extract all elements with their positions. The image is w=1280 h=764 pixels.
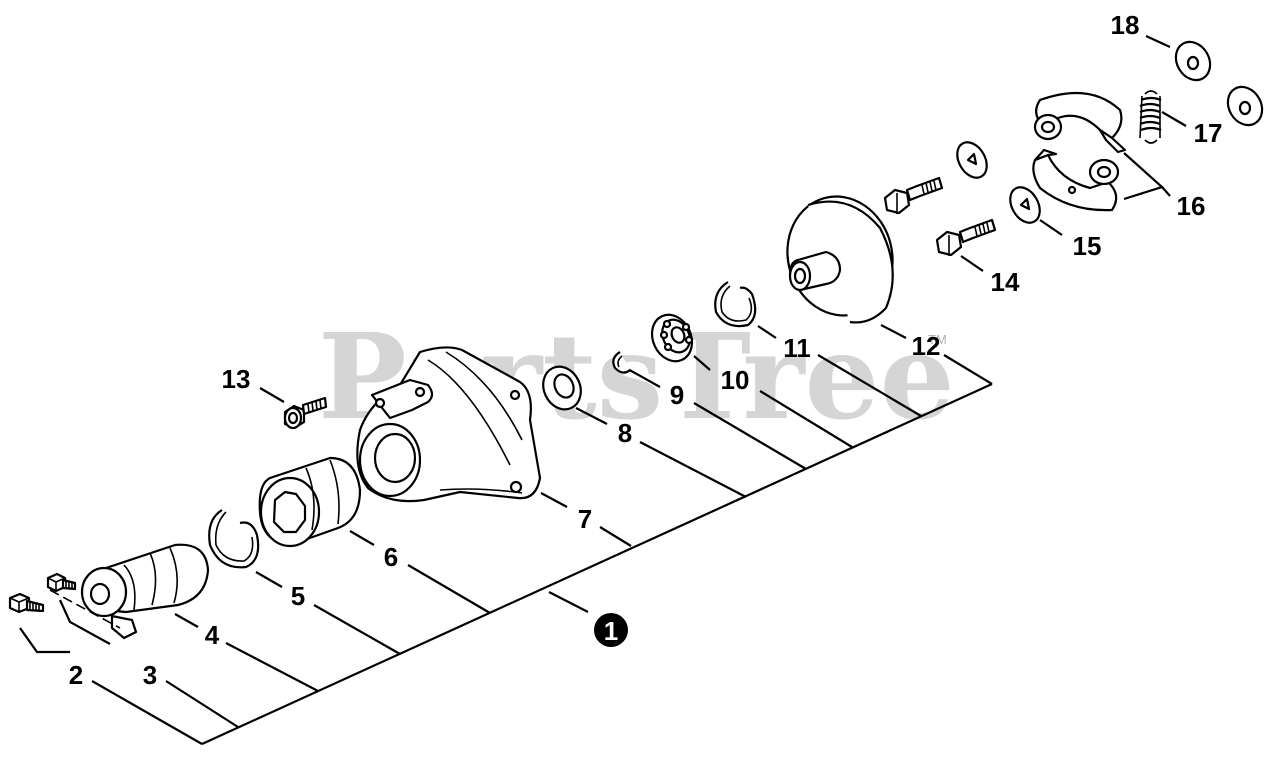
callout-6[interactable]: 6	[384, 542, 398, 572]
callout-16[interactable]: 16	[1177, 191, 1206, 221]
callout-18[interactable]: 18	[1111, 10, 1140, 40]
assembly-marker-label: 1	[604, 616, 618, 646]
screw-part-2	[8, 592, 45, 614]
callout-10[interactable]: 10	[721, 365, 750, 395]
screw-part-13	[283, 396, 328, 430]
clutch-shoe-part-16-upper	[1033, 91, 1127, 154]
sleeve-part-6	[258, 456, 362, 548]
callout-8[interactable]: 8	[618, 418, 632, 448]
callout-17[interactable]: 17	[1194, 118, 1223, 148]
clutch-drum-part-12	[786, 195, 894, 324]
washer-part-15-upper	[956, 141, 988, 179]
bolt-part-14-upper	[883, 176, 944, 215]
callout-2[interactable]: 2	[69, 660, 83, 690]
washer-part-18-upper	[1174, 40, 1212, 82]
watermark-trademark: TM	[928, 332, 947, 347]
leader-lines	[19, 35, 1187, 746]
callout-9[interactable]: 9	[670, 380, 684, 410]
callout-13[interactable]: 13	[222, 364, 251, 394]
clamp-part-4	[49, 543, 210, 640]
callout-4[interactable]: 4	[205, 620, 220, 650]
screw-part-3	[46, 572, 77, 593]
callout-5[interactable]: 5	[291, 581, 305, 611]
housing-part-7	[356, 346, 542, 503]
clutch-shoe-part-16-lower	[1032, 148, 1120, 212]
washer-part-15-lower	[1009, 186, 1041, 224]
callout-3[interactable]: 3	[143, 660, 157, 690]
bearing-part-10	[650, 313, 694, 363]
circlip-part-5	[208, 509, 260, 569]
callout-12[interactable]: 12	[912, 331, 941, 361]
callout-7[interactable]: 7	[578, 504, 592, 534]
washer-part-8	[542, 365, 582, 411]
bolt-part-14-lower	[935, 218, 997, 257]
callout-labels: 2 3 4 5 6 7 8 9 10 11 12 13 14 15 16 17 …	[69, 10, 1223, 690]
spring-part-17	[1139, 90, 1162, 144]
callout-11[interactable]: 11	[783, 333, 811, 363]
ring-part-9	[612, 351, 631, 374]
assembly-marker-1[interactable]: 1	[594, 613, 628, 647]
callout-14[interactable]: 14	[991, 267, 1020, 297]
circlip-part-11	[714, 281, 757, 328]
assembly-marker-circle	[594, 613, 628, 647]
washer-part-18-lower	[1226, 85, 1264, 127]
callout-15[interactable]: 15	[1073, 231, 1102, 261]
